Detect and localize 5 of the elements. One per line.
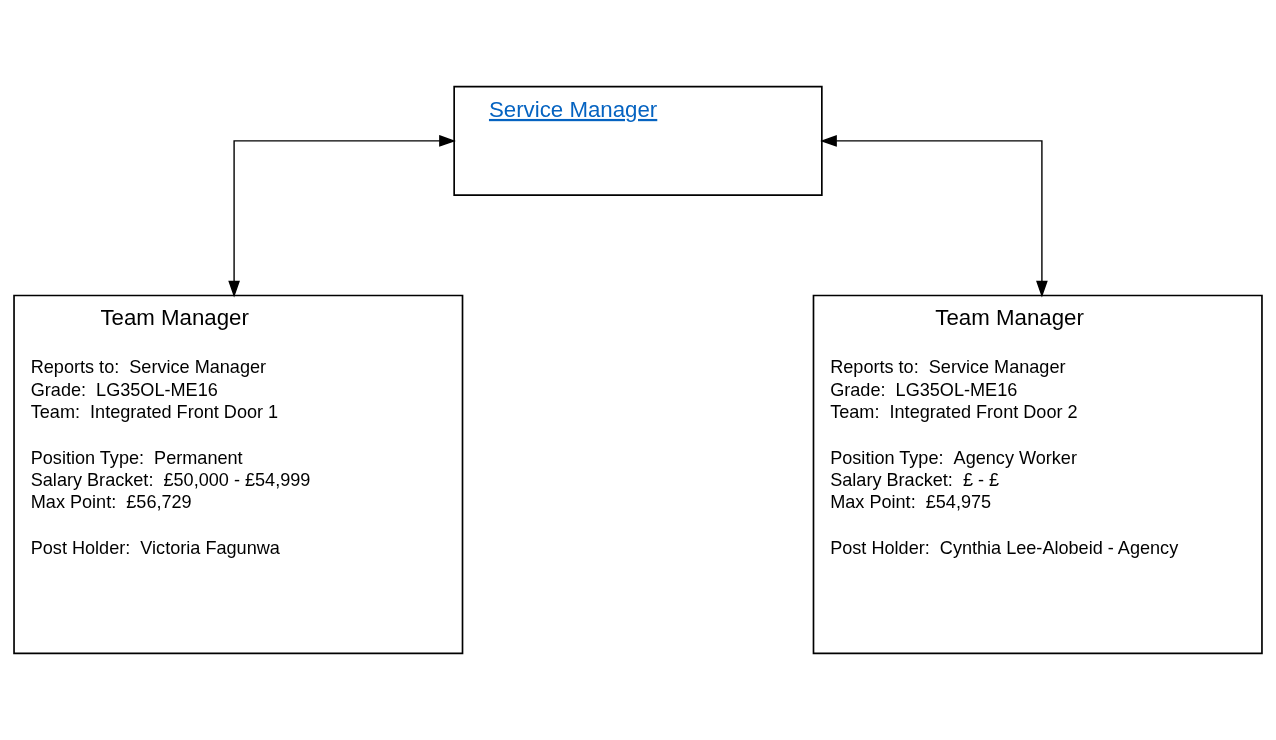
node-box: Service Manager <box>453 85 823 197</box>
arrow <box>228 135 456 298</box>
node-box: Team Manager Reports to: Service Manager Grade: LG35OL-ME16 Team: Integrated Front Door 1 Position Type: Permanent Salary Bracket: £50,000 - £54,999 Max Point: £56,729 Post Holder: Victoria Fagunwa <box>13 294 464 655</box>
arrow <box>820 135 1048 298</box>
node-box: Team Manager Reports to: Service Manager Grade: LG35OL-ME16 Team: Integrated Front Door 2 Position Type: Agency Worker Salary Bracket: £ - £ Max Point: £54,975 Post Holder: Cynthia Lee-Alobeid - Agency <box>812 294 1263 655</box>
